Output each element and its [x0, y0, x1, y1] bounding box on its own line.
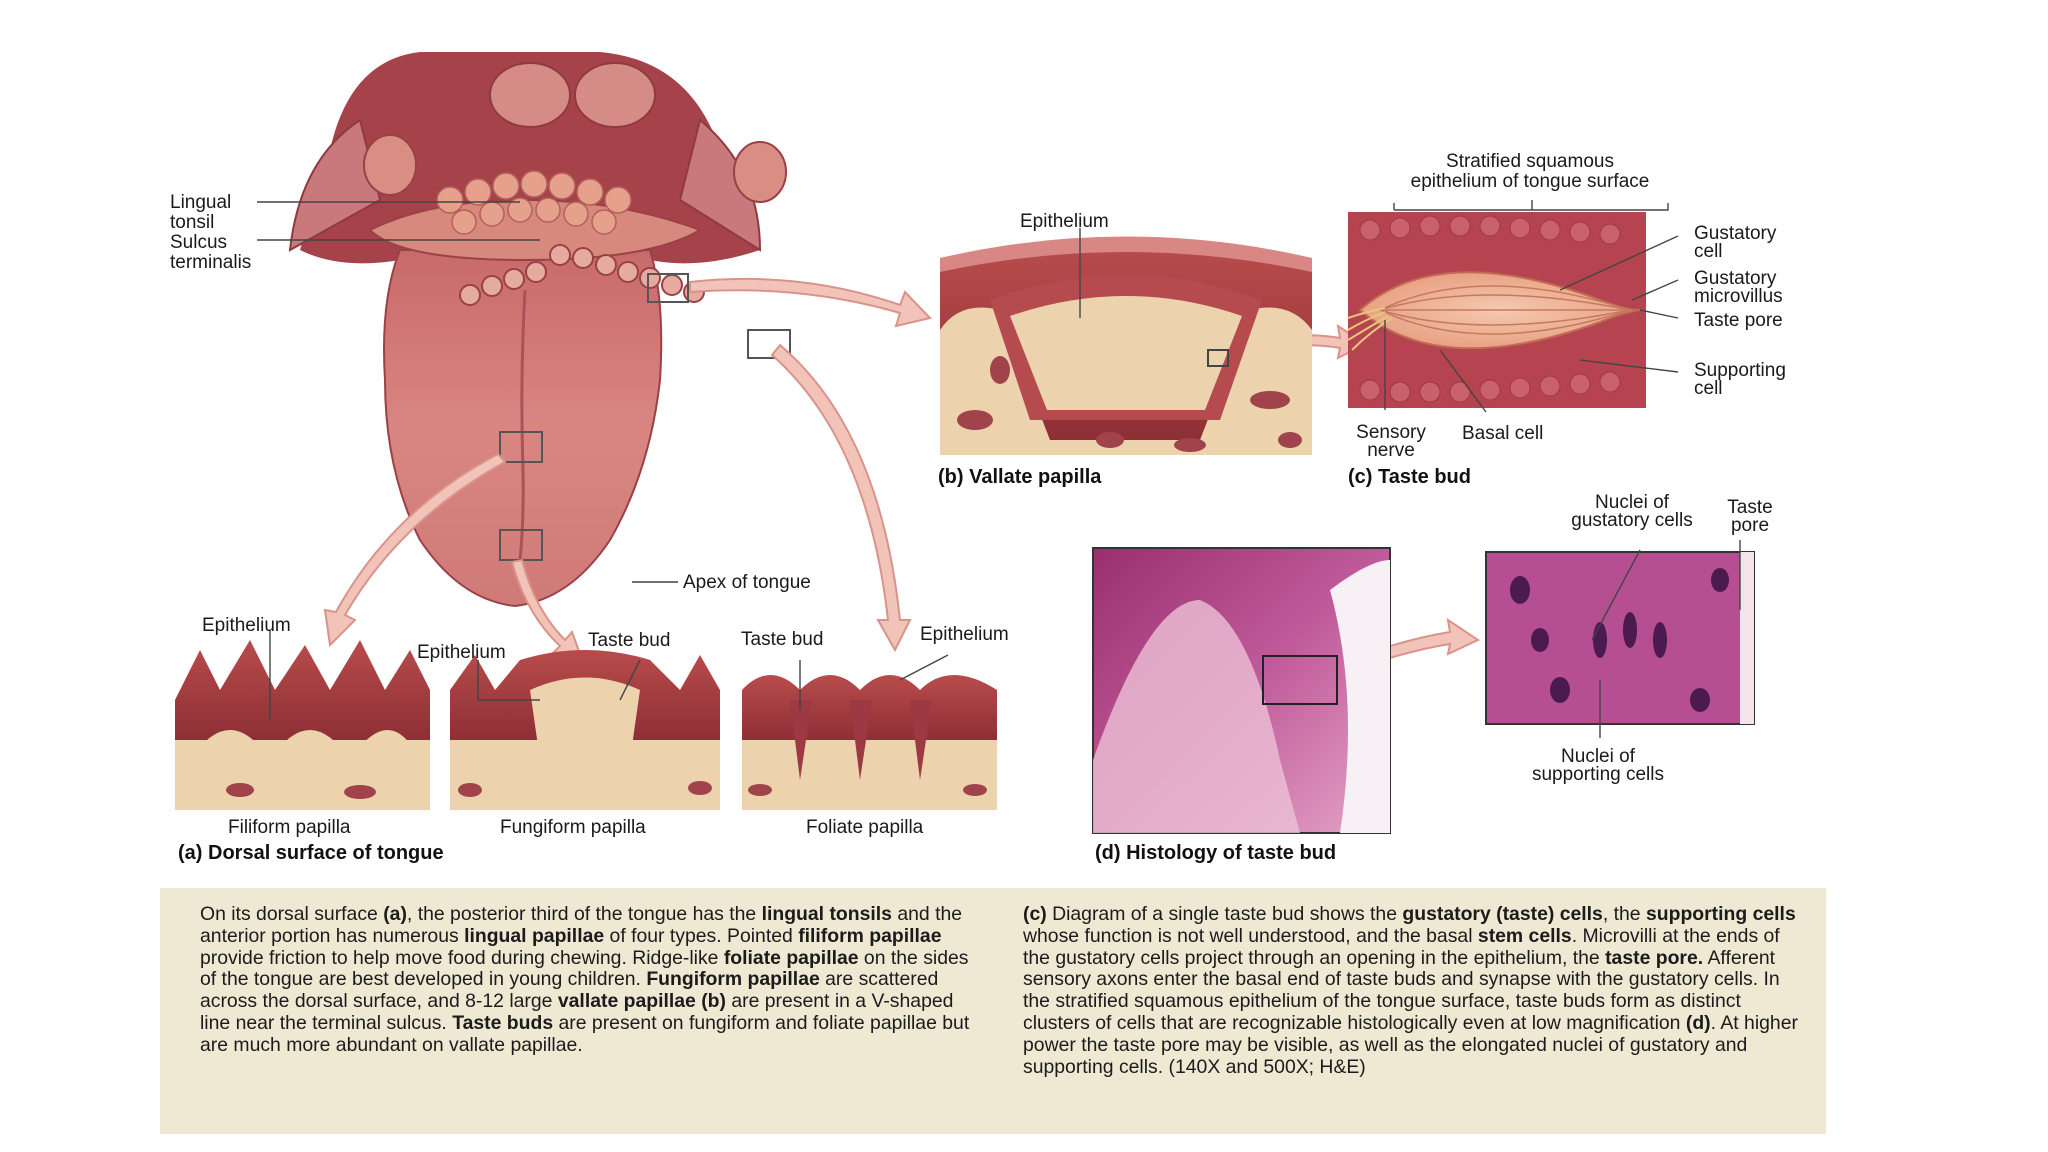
text-run: are present on fungiform and foliate pap… — [200, 1011, 970, 1056]
histology-high-power — [1485, 551, 1755, 725]
label-taste-bud-foliate: Taste bud — [741, 629, 824, 650]
description-panel — [160, 888, 1826, 1134]
text-run: provide friction to help move food durin… — [200, 946, 724, 969]
label-nuclei-gustatory: Nuclei of gustatory cells — [1571, 492, 1693, 531]
filiform-papilla-illustration — [175, 640, 430, 810]
paragraph-right: (c) Diagram of a single taste bud shows … — [1023, 903, 1803, 1078]
text-run: (d) — [1685, 1011, 1711, 1034]
text-run: (c) — [1023, 903, 1047, 925]
caption-d: (d) Histology of taste bud — [1095, 842, 1337, 864]
text-run: filiform papillae — [798, 924, 942, 947]
label-taste-pore-d: Taste pore — [1727, 497, 1773, 536]
text-run: (a) — [383, 903, 407, 925]
label-supporting-cell: Supporting cell — [1694, 360, 1786, 399]
text-run: foliate papillae — [723, 946, 859, 969]
label-basal-cell: Basal cell — [1462, 423, 1544, 444]
caption-b: (b) Vallate papilla — [938, 466, 1102, 488]
text-run: Taste buds — [452, 1011, 554, 1034]
text-run: supporting cells — [1645, 903, 1796, 925]
text-run: Afferent sensory axons enter the basal e… — [1023, 946, 1780, 1034]
label-fungiform-papilla: Fungiform papilla — [500, 817, 646, 838]
text-run: vallate papillae (b) — [557, 990, 726, 1013]
label-sensory-nerve: Sensory nerve — [1356, 422, 1426, 461]
text-run: Fungiform papillae — [646, 968, 820, 991]
text-run: lingual tonsils — [761, 903, 892, 925]
text-run: are present in a V-shaped line near the … — [200, 990, 954, 1034]
text-run: taste pore. — [1605, 946, 1704, 969]
label-filiform-papilla: Filiform papilla — [228, 817, 351, 838]
caption-c: (c) Taste bud — [1348, 466, 1471, 488]
label-gustatory-cell: Gustatory cell — [1694, 223, 1777, 262]
vallate-papilla-illustration — [940, 236, 1312, 455]
text-run: Diagram of a single taste bud shows the — [1046, 903, 1403, 925]
text-run: are scattered across the dorsal surface,… — [200, 968, 939, 1013]
text-run: . Microvilli at the ends of the gustator… — [1023, 924, 1780, 969]
label-epithelium-filiform: Epithelium — [202, 615, 291, 636]
label-epithelium-vallate: Epithelium — [1020, 211, 1109, 232]
label-sulcus-terminalis: Sulcus terminalis — [170, 232, 252, 273]
foliate-papilla-illustration — [742, 675, 997, 810]
label-epithelium-fungiform: Epithelium — [417, 642, 506, 663]
label-lingual-tonsil: Lingual tonsil — [170, 192, 232, 233]
text-run: , the posterior third of the tongue has … — [406, 903, 762, 925]
text-run: whose function is not well understood, a… — [1023, 924, 1478, 947]
label-stratified-squamous: Stratified squamous epithelium of tongue… — [1410, 151, 1650, 192]
label-nuclei-supporting: Nuclei of supporting cells — [1531, 746, 1665, 785]
label-apex-of-tongue: Apex of tongue — [683, 572, 811, 593]
label-gustatory-microvillus: Gustatory microvillus — [1694, 268, 1783, 307]
paragraph-left: On its dorsal surface (a), the posterior… — [200, 903, 976, 1057]
text-run: . At higher power the taste pore may be … — [1023, 1011, 1798, 1078]
text-run: of four types. Pointed — [604, 924, 799, 947]
fungiform-papilla-illustration — [450, 650, 720, 810]
text-run: and the anterior portion has numerous — [200, 903, 963, 947]
connector-arrows — [323, 277, 1481, 677]
caption-a: (a) Dorsal surface of tongue — [178, 842, 444, 864]
histology-low-power — [1092, 547, 1391, 834]
text-run: lingual papillae — [464, 924, 605, 947]
tongue-illustration — [288, 52, 791, 608]
text-run: On its dorsal surface — [200, 903, 384, 925]
label-foliate-papilla: Foliate papilla — [806, 817, 924, 838]
label-taste-bud-fungiform: Taste bud — [588, 630, 671, 651]
taste-bud-illustration — [1347, 212, 1646, 408]
text-run: gustatory (taste) cells — [1402, 903, 1603, 925]
text-run: stem cells — [1477, 924, 1572, 947]
leader-lines — [257, 200, 1741, 738]
label-epithelium-foliate: Epithelium — [920, 624, 1009, 645]
text-run: , the — [1602, 903, 1646, 925]
label-taste-pore-c: Taste pore — [1694, 310, 1783, 331]
text-run: on the sides of the tongue are best deve… — [200, 946, 969, 991]
